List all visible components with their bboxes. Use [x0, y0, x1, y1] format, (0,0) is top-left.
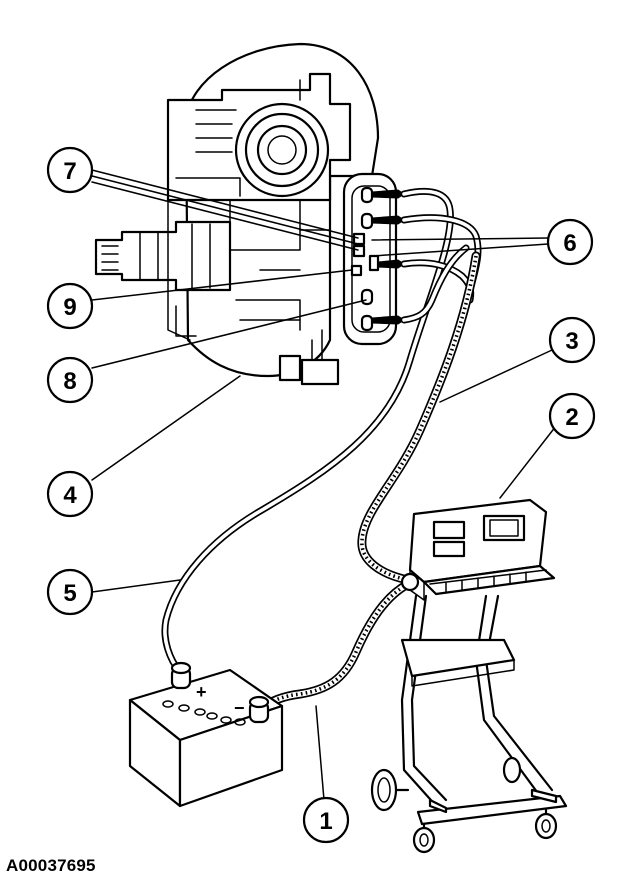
callout-4-number: 4 — [63, 482, 77, 509]
callout-7: 7 — [46, 146, 94, 194]
callout-5: 5 — [46, 568, 94, 616]
test-equipment-cart — [370, 498, 568, 854]
callout-5-number: 5 — [63, 580, 76, 607]
callout-7-number: 7 — [63, 158, 76, 185]
callout-9: 9 — [46, 282, 94, 330]
cable-3-bundle — [357, 251, 481, 585]
leader-lines — [91, 169, 557, 801]
callout-1: 1 — [302, 796, 350, 844]
callout-8: 8 — [46, 356, 94, 404]
battery-illustration: + − — [128, 661, 284, 808]
callout-6: 6 — [546, 218, 594, 266]
generator-illustration — [94, 42, 405, 386]
callout-4: 4 — [46, 470, 94, 518]
cable-5-lead — [161, 187, 454, 676]
callout-6-number: 6 — [563, 230, 576, 257]
battery-negative-symbol: − — [234, 698, 245, 718]
battery-positive-symbol: + — [196, 682, 207, 702]
callout-9-number: 9 — [63, 294, 76, 321]
callout-8-number: 8 — [63, 368, 76, 395]
callout-3: 3 — [548, 316, 596, 364]
callout-2: 2 — [548, 392, 596, 440]
callout-3-number: 3 — [565, 328, 578, 355]
callout-2-number: 2 — [565, 404, 578, 431]
callout-1-number: 1 — [319, 808, 332, 835]
figure-id-label: A00037695 — [6, 856, 96, 875]
cable-1-lead — [257, 579, 413, 713]
